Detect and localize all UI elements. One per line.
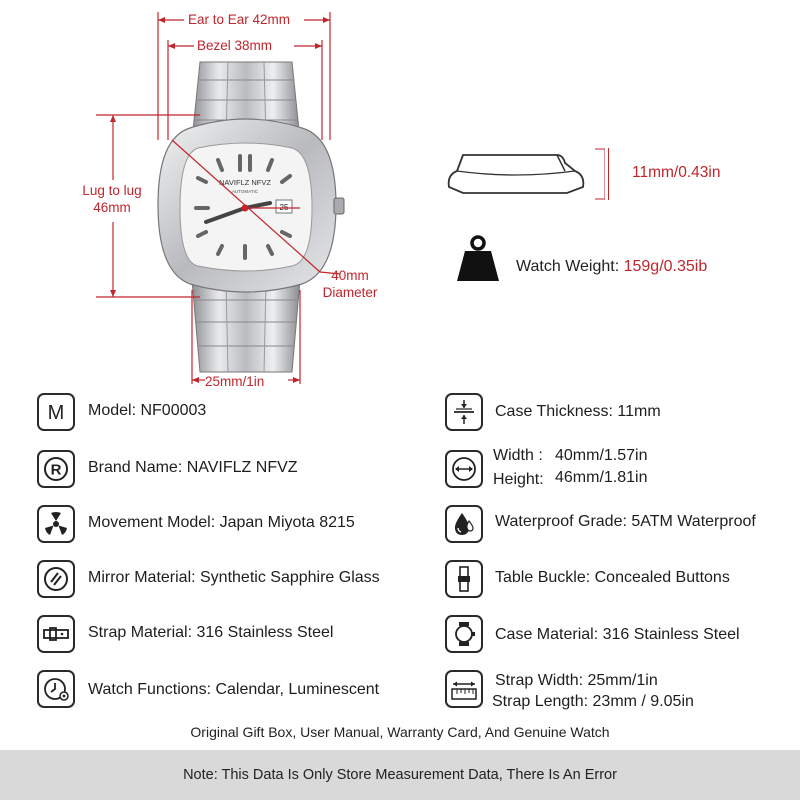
spec-height-value: 46mm/1.81in [555, 469, 648, 486]
model-m-icon: M [37, 393, 75, 431]
spec-strap-width: Strap Width: 25mm/1in [495, 672, 658, 689]
bezel-label: Bezel 38mm [197, 38, 273, 53]
spec-width-label: Width : [493, 447, 543, 464]
spec-strap-material: Strap Material: 316 Stainless Steel [88, 624, 334, 641]
case-thickness-icon [445, 393, 483, 431]
spec-case-material: Case Material: 316 Stainless Steel [495, 626, 740, 643]
note-bar: Note: This Data Is Only Store Measuremen… [0, 750, 800, 800]
spec-buckle: Table Buckle: Concealed Buttons [495, 569, 730, 586]
spec-case-thickness: Case Thickness: 11mm [495, 403, 661, 420]
registered-icon: R [37, 450, 75, 488]
spec-movement: Movement Model: Japan Miyota 8215 [88, 514, 355, 531]
case-material-icon [445, 615, 483, 653]
lug-to-lug-label-1: Lug to lug [82, 183, 142, 198]
spec-brand: Brand Name: NAVIFLZ NFVZ [88, 459, 298, 476]
weight-icon [455, 235, 501, 283]
note-text: Note: This Data Is Only Store Measuremen… [183, 767, 617, 783]
ear-to-ear-label: Ear to Ear 42mm [188, 12, 291, 27]
watch-figure: 25 NAVIFLZ NFVZ AUTOMATIC [0, 0, 420, 390]
weight-label: Watch Weight: [516, 258, 620, 275]
mirror-glass-icon [37, 560, 75, 598]
dial-sub: AUTOMATIC [232, 189, 259, 194]
spec-waterproof: Waterproof Grade: 5ATM Waterproof [495, 513, 756, 530]
diameter-label-2: Diameter [322, 285, 378, 300]
concealed-buckle-icon [445, 560, 483, 598]
lug-to-lug-label-2: 46mm [93, 200, 131, 215]
width-height-icon [445, 450, 483, 488]
spec-mirror: Mirror Material: Synthetic Sapphire Glas… [88, 569, 380, 586]
spec-strap-length: Strap Length: 23mm / 9.05in [492, 693, 694, 710]
weight-value: 159g/0.35ib [623, 258, 708, 275]
spec-width-value: 40mm/1.57in [555, 447, 648, 464]
watch-image: 25 NAVIFLZ NFVZ AUTOMATIC [96, 12, 345, 384]
watch-functions-icon [37, 670, 75, 708]
dial-brand: NAVIFLZ NFVZ [219, 178, 271, 187]
case-profile-icon [445, 145, 606, 205]
spec-height-label: Height: [493, 471, 544, 488]
diameter-label-1: 40mm [331, 268, 369, 283]
included-items-text: Original Gift Box, User Manual, Warranty… [190, 724, 610, 740]
spec-model: Model: NF00003 [88, 402, 207, 419]
ruler-icon [445, 670, 483, 708]
strap-width-label: 25mm/1in [205, 374, 265, 389]
thickness-label: 11mm/0.43in [632, 164, 721, 181]
thickness-bracket [598, 148, 609, 200]
svg-text:M: M [48, 402, 65, 424]
strap-buckle-icon [37, 615, 75, 653]
spec-functions: Watch Functions: Calendar, Luminescent [88, 681, 380, 698]
water-drop-icon [445, 505, 483, 543]
movement-fan-icon [37, 505, 75, 543]
svg-text:R: R [51, 462, 62, 479]
